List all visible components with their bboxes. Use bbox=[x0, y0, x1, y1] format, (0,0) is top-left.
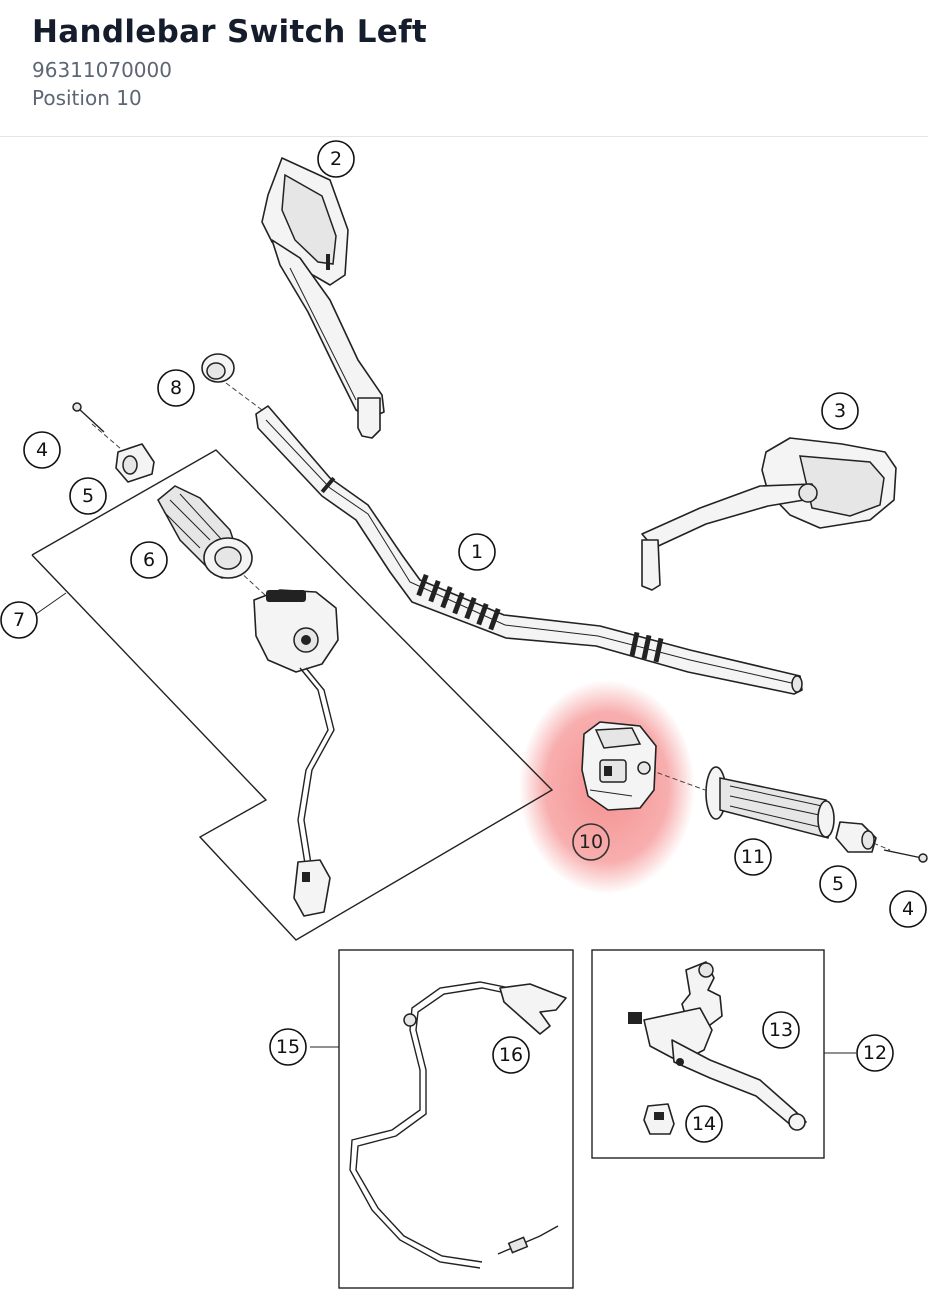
callout-2[interactable]: 2 bbox=[317, 140, 355, 178]
svg-text:6: 6 bbox=[143, 549, 155, 571]
callout-5-left[interactable]: 5 bbox=[69, 477, 107, 515]
leader-lines bbox=[35, 382, 891, 1054]
callout-10[interactable]: 10 bbox=[572, 823, 610, 861]
part-clutch-lever bbox=[628, 961, 807, 1131]
callout-6[interactable]: 6 bbox=[130, 541, 168, 579]
callout-3[interactable]: 3 bbox=[821, 392, 859, 430]
callout-12[interactable]: 12 bbox=[856, 1034, 894, 1072]
part-cable-harness bbox=[349, 981, 567, 1269]
part-number: 96311070000 bbox=[32, 58, 172, 82]
part-handlebar-switch-left bbox=[581, 721, 657, 811]
part-left-grip bbox=[157, 485, 253, 579]
callout-4-left[interactable]: 4 bbox=[23, 431, 61, 469]
kit-7-outline bbox=[31, 449, 554, 941]
svg-text:11: 11 bbox=[741, 846, 765, 868]
svg-text:4: 4 bbox=[902, 898, 914, 920]
part-small-switch bbox=[643, 1103, 675, 1135]
callout-15[interactable]: 15 bbox=[269, 1028, 307, 1066]
svg-text:8: 8 bbox=[170, 377, 182, 399]
svg-text:2: 2 bbox=[330, 148, 342, 170]
svg-text:15: 15 bbox=[276, 1036, 300, 1058]
handlebar-stripes bbox=[320, 476, 664, 663]
svg-text:5: 5 bbox=[832, 873, 844, 895]
part-ring bbox=[201, 353, 235, 383]
part-handlebar bbox=[255, 405, 803, 695]
part-right-bar-end bbox=[835, 821, 928, 863]
callout-1[interactable]: 1 bbox=[458, 533, 496, 571]
position-label: Position 10 bbox=[32, 86, 142, 110]
callout-11[interactable]: 11 bbox=[734, 838, 772, 876]
svg-text:14: 14 bbox=[692, 1113, 716, 1135]
svg-text:1: 1 bbox=[471, 541, 483, 563]
svg-text:16: 16 bbox=[499, 1044, 523, 1066]
callout-13[interactable]: 13 bbox=[762, 1011, 800, 1049]
part-brake-master-cylinder bbox=[261, 157, 385, 439]
svg-text:12: 12 bbox=[863, 1042, 887, 1064]
callout-7[interactable]: 7 bbox=[0, 601, 38, 639]
part-right-grip bbox=[705, 766, 835, 839]
svg-text:10: 10 bbox=[579, 831, 603, 853]
part-mirror bbox=[641, 437, 897, 591]
svg-text:5: 5 bbox=[82, 485, 94, 507]
svg-text:4: 4 bbox=[36, 439, 48, 461]
part-left-bar-end bbox=[72, 402, 155, 483]
svg-text:13: 13 bbox=[769, 1019, 793, 1041]
box-12 bbox=[591, 949, 825, 1159]
callout-14[interactable]: 14 bbox=[685, 1105, 723, 1143]
callout-4-right[interactable]: 4 bbox=[889, 890, 927, 928]
box-15 bbox=[338, 949, 574, 1289]
page-title: Handlebar Switch Left bbox=[32, 14, 427, 50]
callout-16[interactable]: 16 bbox=[492, 1036, 530, 1074]
callout-5-right[interactable]: 5 bbox=[819, 865, 857, 903]
svg-text:3: 3 bbox=[834, 400, 846, 422]
page-header: Handlebar Switch Left 96311070000 Positi… bbox=[0, 0, 928, 137]
svg-text:7: 7 bbox=[13, 609, 25, 631]
callout-8[interactable]: 8 bbox=[157, 369, 195, 407]
part-left-switch bbox=[253, 589, 339, 917]
